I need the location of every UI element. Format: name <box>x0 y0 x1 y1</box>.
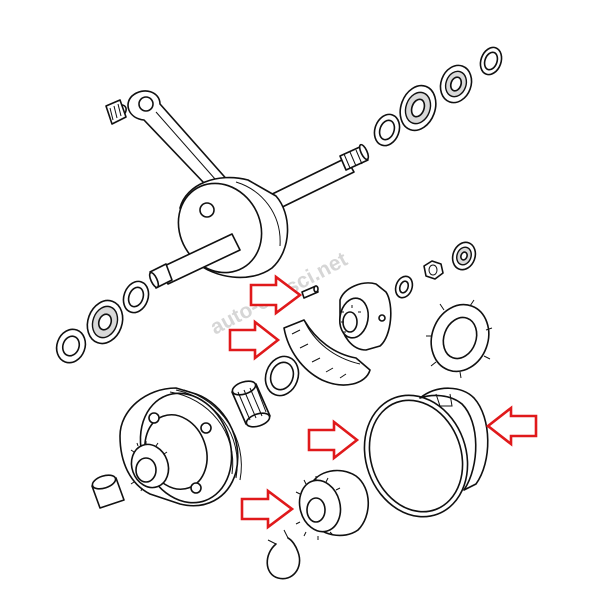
crankshaft <box>105 90 370 289</box>
arrow-gear <box>240 488 295 530</box>
arrow-ring <box>307 419 360 461</box>
small-end-bearing <box>105 99 127 125</box>
clutch-bell <box>119 387 242 507</box>
washer <box>394 275 414 299</box>
arrow-drum <box>485 405 538 447</box>
seal-ring-left <box>122 280 150 314</box>
starter-drum <box>419 387 489 491</box>
hex-nut <box>423 260 444 280</box>
thrust-washer <box>264 355 300 397</box>
arrow-pin <box>249 274 303 316</box>
ball-bearing-small-right <box>451 241 477 271</box>
starter-hub <box>338 282 392 351</box>
starter-spring-ring <box>363 394 469 518</box>
circlip <box>266 529 301 580</box>
starter-gear <box>295 469 369 540</box>
arrow-shoe <box>228 319 281 361</box>
ball-bearing-top-large <box>399 84 437 132</box>
oil-seal-left <box>55 328 87 364</box>
bushing <box>91 474 125 509</box>
tab-lock-washer <box>426 299 493 379</box>
starter-pawl-shoe <box>283 319 371 386</box>
locking-pin <box>301 285 319 299</box>
ball-bearing-top-small <box>439 64 473 104</box>
seal-ring-far <box>479 46 503 76</box>
needle-roller-bearing <box>231 380 271 428</box>
ball-bearing-left <box>86 299 124 345</box>
seal-ring-top <box>373 113 401 147</box>
